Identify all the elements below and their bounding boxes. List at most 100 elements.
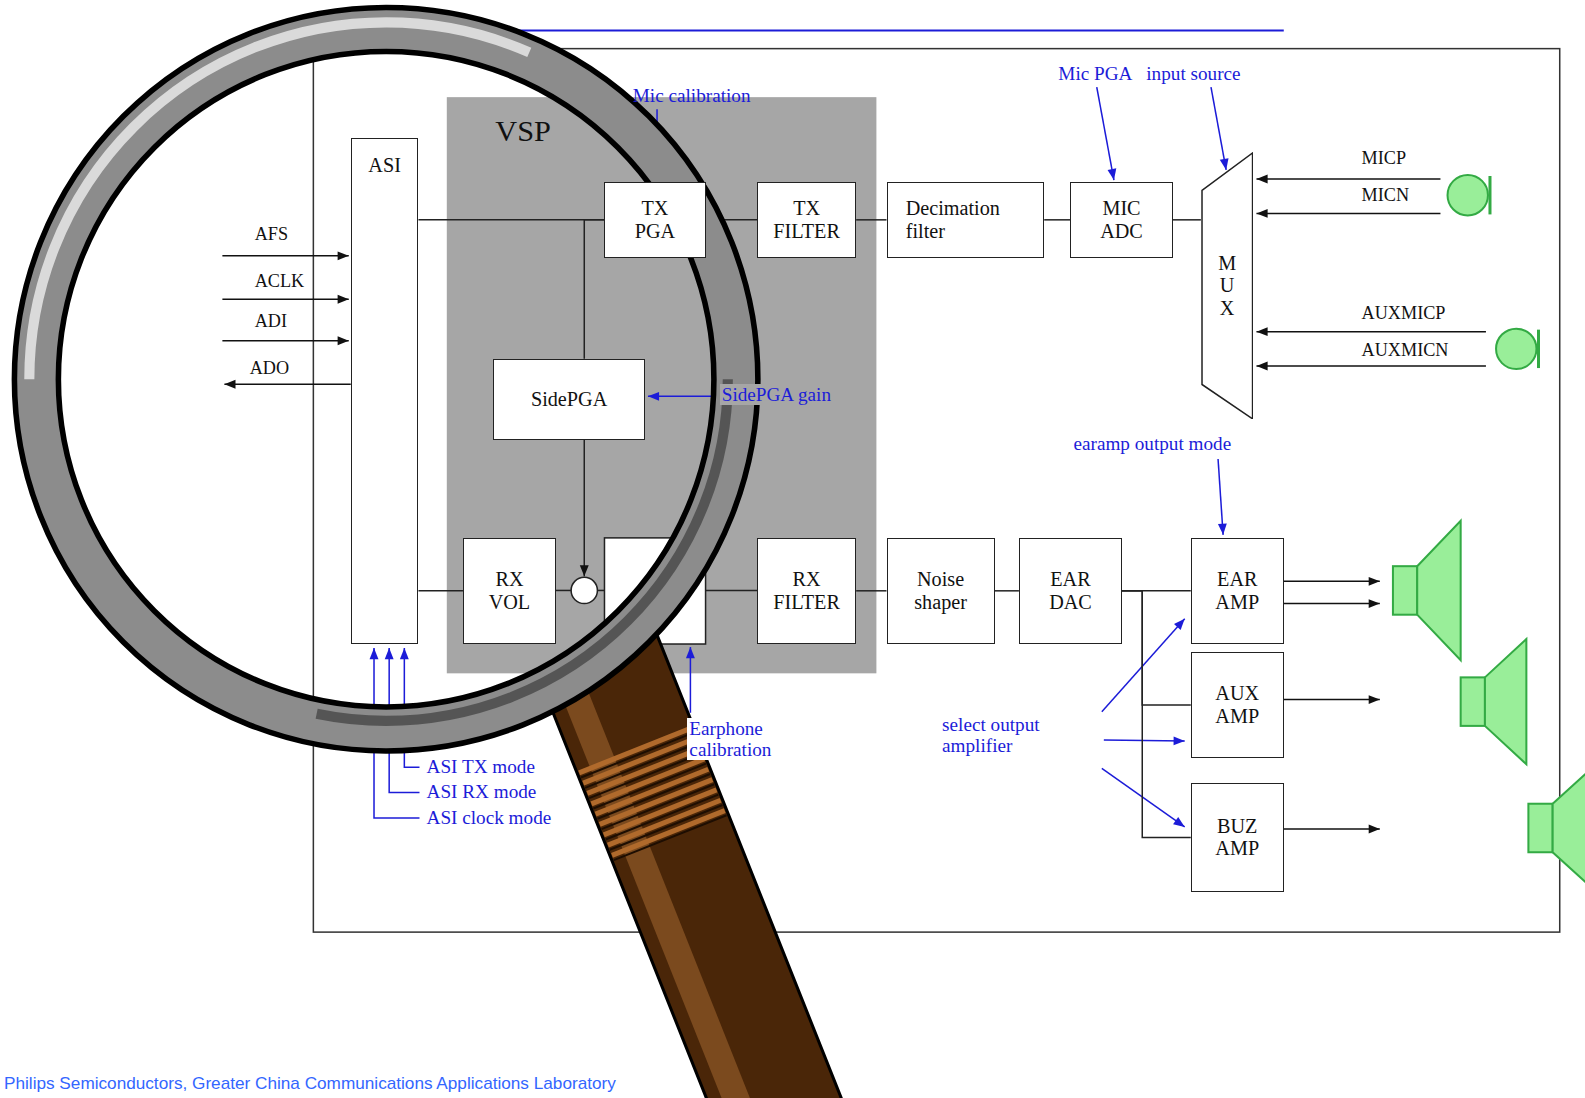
leader-arrow xyxy=(1102,768,1185,827)
control-label: Earphone calibration xyxy=(687,718,773,760)
wire xyxy=(706,590,758,592)
handle-ferrule xyxy=(589,753,702,798)
output-wire xyxy=(1284,603,1380,605)
mux-block: M U X xyxy=(1201,152,1254,420)
block-label: AUX AMP xyxy=(1215,682,1259,727)
microphone-symbol xyxy=(1496,329,1536,369)
band-title: VSP xyxy=(495,115,551,149)
signal-line xyxy=(1122,591,1191,705)
function-block: RX VOL xyxy=(463,538,556,644)
speaker-symbol xyxy=(1393,566,1417,615)
pin-name: ADO xyxy=(248,358,291,378)
pin-wire xyxy=(222,255,348,257)
sidetone-arrow xyxy=(584,440,586,576)
signal-line xyxy=(418,590,462,592)
block-label: MIC ADC xyxy=(1100,197,1143,242)
footer-note: Philips Semiconductors, Greater China Co… xyxy=(2,1074,618,1093)
leader-arrow xyxy=(648,396,714,398)
handle-ferrule xyxy=(610,805,723,850)
block-label: RX VOL xyxy=(489,568,531,613)
pin-wire xyxy=(1256,213,1440,215)
control-label: earamp output mode xyxy=(1071,433,1233,454)
function-block: TX PGA xyxy=(604,182,705,258)
block-label: M U X xyxy=(1218,252,1236,320)
block-label: EAR AMP xyxy=(1215,568,1259,613)
pin-wire xyxy=(222,340,348,342)
signal-line xyxy=(856,590,886,592)
function-block: AUX AMP xyxy=(1191,652,1284,758)
function-block: TX FILTER xyxy=(757,182,856,258)
wire xyxy=(597,590,604,592)
signal-line xyxy=(995,590,1019,592)
control-label: ASI TX mode xyxy=(425,756,537,777)
function-block: RX FILTER xyxy=(757,538,856,644)
block-label: SidePGA xyxy=(531,388,607,411)
leader-arrow xyxy=(1097,87,1114,180)
output-wire xyxy=(1284,828,1380,830)
control-label: Mic PGA xyxy=(1056,63,1134,84)
pin-wire xyxy=(1256,178,1440,180)
microphone-symbol xyxy=(1448,175,1488,215)
leader-arrow xyxy=(1211,87,1226,170)
pin-name: AUXMICP xyxy=(1360,303,1448,323)
block-label: Decimation filter xyxy=(906,197,1000,242)
function-block: MIC ADC xyxy=(1070,182,1172,258)
pin-wire xyxy=(1256,365,1485,367)
pin-wire xyxy=(224,383,350,385)
block-label: Noise shaper xyxy=(914,568,967,613)
pin-name: ACLK xyxy=(253,271,307,291)
control-label: input source xyxy=(1144,63,1242,84)
handle-ferrule xyxy=(606,795,719,840)
speaker-symbol xyxy=(1485,639,1526,764)
lens-ring xyxy=(36,29,736,729)
speaker-symbol xyxy=(1417,521,1460,660)
speaker-symbol xyxy=(1461,677,1485,726)
pin-wire xyxy=(222,299,348,301)
control-label: ASI clock mode xyxy=(425,807,554,828)
handle-ferrule xyxy=(593,764,706,809)
mixer-node xyxy=(571,577,597,603)
handle-ferrule xyxy=(579,728,692,773)
leader-arrow xyxy=(1218,459,1223,535)
block-label: RX FILTER xyxy=(773,568,840,613)
pin-name: MICP xyxy=(1360,148,1408,168)
handle-ferrule xyxy=(587,749,700,794)
lens-edge xyxy=(60,53,713,706)
control-label: SidePGA gain xyxy=(720,384,833,405)
microphones xyxy=(1448,175,1539,369)
pin-name: AUXMICN xyxy=(1360,340,1451,360)
handle-ferrule xyxy=(581,733,694,778)
speakers xyxy=(1393,521,1585,893)
signal-line xyxy=(1173,219,1201,221)
block-label: EAR DAC xyxy=(1049,568,1092,613)
function-block: ASI xyxy=(351,138,419,643)
control-label: select output amplifier xyxy=(940,714,1096,756)
chip-outline xyxy=(313,49,1559,932)
handle-ferrule xyxy=(583,738,696,783)
wire xyxy=(556,590,571,592)
function-block: Noise shaper xyxy=(887,538,995,644)
leader-arrow xyxy=(690,647,692,713)
control-label: ASI RX mode xyxy=(425,781,539,802)
asi-pins xyxy=(222,256,350,384)
signal-line xyxy=(1044,219,1070,221)
signal-line xyxy=(584,220,604,359)
lens-highlight xyxy=(29,22,743,736)
block-label: TX FILTER xyxy=(773,197,840,242)
lens-shadow xyxy=(44,38,727,721)
microphone-symbol xyxy=(1537,330,1540,368)
function-block: EAR DAC xyxy=(1019,538,1122,644)
lens-ring xyxy=(36,29,736,729)
block-label: BUZ AMP xyxy=(1215,815,1259,860)
lens-edge xyxy=(13,6,759,752)
function-block: SidePGA xyxy=(493,359,645,440)
microphone-symbol xyxy=(1488,176,1491,214)
pin-wire xyxy=(1256,331,1485,333)
handle-ferrule xyxy=(602,784,715,829)
signal-line xyxy=(1122,591,1191,838)
block-label: ASI xyxy=(368,154,401,177)
speaker-symbol xyxy=(1528,804,1552,853)
pin-name: AFS xyxy=(253,224,290,244)
handle-ferrule xyxy=(597,774,710,819)
function-block: BUZ AMP xyxy=(1191,783,1284,891)
